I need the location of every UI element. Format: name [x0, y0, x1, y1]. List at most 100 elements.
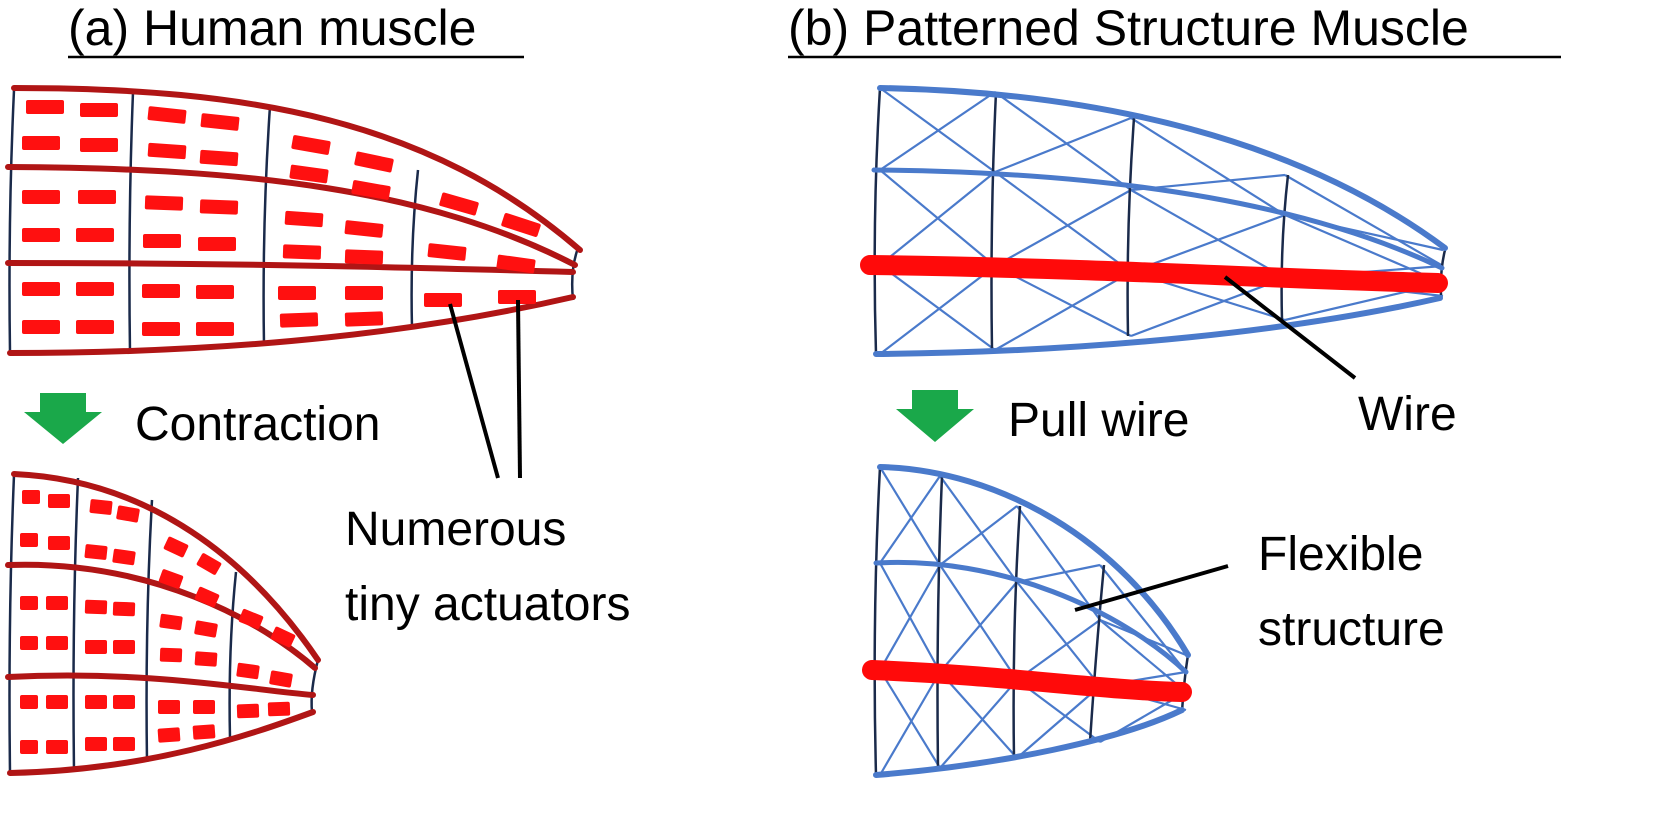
muscle-fiber [5, 164, 578, 268]
lattice-diagonal [879, 671, 941, 776]
z-line [310, 659, 320, 713]
lattice-diagonal [939, 679, 1018, 769]
actuator [46, 636, 68, 650]
z-line [8, 474, 16, 773]
lattice-diagonal [879, 564, 941, 671]
structure-outer-beam [873, 295, 1443, 357]
actuator [501, 212, 541, 238]
actuator [284, 210, 324, 228]
actuator [76, 320, 114, 334]
lattice-diagonal [994, 116, 1132, 174]
lattice-diagonal [939, 505, 1018, 566]
contraction-label: Contraction [135, 398, 380, 451]
actuator [496, 254, 536, 274]
actuator [196, 553, 222, 575]
actuator [279, 312, 319, 328]
actuator [46, 695, 68, 709]
lattice-vertical [1180, 654, 1190, 713]
lattice-diagonal [879, 669, 941, 769]
actuator [345, 286, 383, 300]
actuator [351, 180, 391, 200]
lattice-vertical [873, 466, 882, 776]
muscle-fiber [11, 85, 583, 253]
lattice-diagonal [879, 91, 996, 171]
lattice-diagonal [1016, 619, 1101, 681]
z-line [72, 477, 80, 771]
lattice-diagonal [1130, 117, 1286, 216]
human-muscle-contracted [5, 471, 321, 776]
lattice-vertical [873, 87, 882, 355]
muscle-fiber [7, 294, 576, 356]
lattice-vertical [1012, 505, 1022, 759]
actuator [498, 290, 536, 304]
lattice-vertical [1280, 174, 1290, 321]
actuator [236, 662, 260, 680]
actuator [85, 695, 107, 709]
actuator [147, 106, 187, 124]
actuator [78, 190, 116, 204]
lattice-diagonal [994, 91, 1132, 191]
actuator [46, 740, 68, 754]
actuator [236, 703, 260, 719]
lattice-diagonal [939, 581, 1018, 673]
muscle-fiber [5, 260, 576, 275]
actuator [199, 199, 239, 215]
structure-label-line2: structure [1258, 603, 1445, 656]
actuator [238, 608, 264, 630]
actuator-group [22, 100, 541, 336]
actuator [80, 138, 118, 152]
patterned-structure-bent [862, 464, 1192, 778]
actuator [159, 647, 183, 663]
actuator [113, 695, 135, 709]
actuator [282, 244, 322, 260]
actuator [291, 135, 331, 155]
down-arrow-icon [896, 390, 974, 442]
actuator [194, 651, 218, 667]
actuator [354, 151, 394, 173]
lattice-diagonal [1130, 276, 1286, 338]
actuator [20, 695, 38, 709]
z-line [128, 91, 135, 353]
lattice-diagonal [994, 271, 1132, 351]
actuator [192, 724, 216, 740]
actuator-leader-line [448, 303, 500, 479]
actuator [112, 548, 136, 566]
actuator [113, 640, 135, 654]
actuator [144, 195, 184, 211]
actuator [84, 599, 108, 615]
lattice-diagonal [1099, 564, 1187, 673]
actuator [48, 536, 70, 550]
lattice-diagonal [939, 475, 1018, 583]
muscle-fiber [11, 471, 321, 663]
actuator [158, 700, 180, 714]
actuator [344, 249, 384, 265]
actuator [22, 136, 60, 150]
structure-beam [871, 167, 1445, 271]
actuator [193, 700, 215, 714]
structure-outer-beam [873, 707, 1185, 778]
actuator [89, 499, 113, 515]
actuator [424, 293, 462, 307]
actuator [158, 569, 184, 589]
lattice-diagonal [879, 475, 941, 564]
actuator [22, 190, 60, 204]
actuator [20, 740, 38, 754]
z-line [410, 169, 420, 329]
actuator [76, 282, 114, 296]
actuator [20, 636, 38, 650]
actuator [26, 100, 64, 114]
actuator [289, 164, 329, 184]
lattice-vertical [990, 91, 998, 351]
structure-outer-beam [877, 464, 1191, 658]
human-muscle-relaxed [5, 85, 583, 356]
actuator [20, 533, 38, 547]
actuator-leader-line [516, 299, 522, 479]
actuator [143, 234, 181, 248]
actuator [112, 601, 136, 617]
actuator [147, 142, 187, 160]
actuator [46, 596, 68, 610]
panel-b-title: (b) Patterned Structure Muscle [788, 0, 1469, 56]
wire [862, 660, 1192, 702]
lattice-diagonal [1130, 213, 1286, 274]
z-line [8, 89, 16, 353]
